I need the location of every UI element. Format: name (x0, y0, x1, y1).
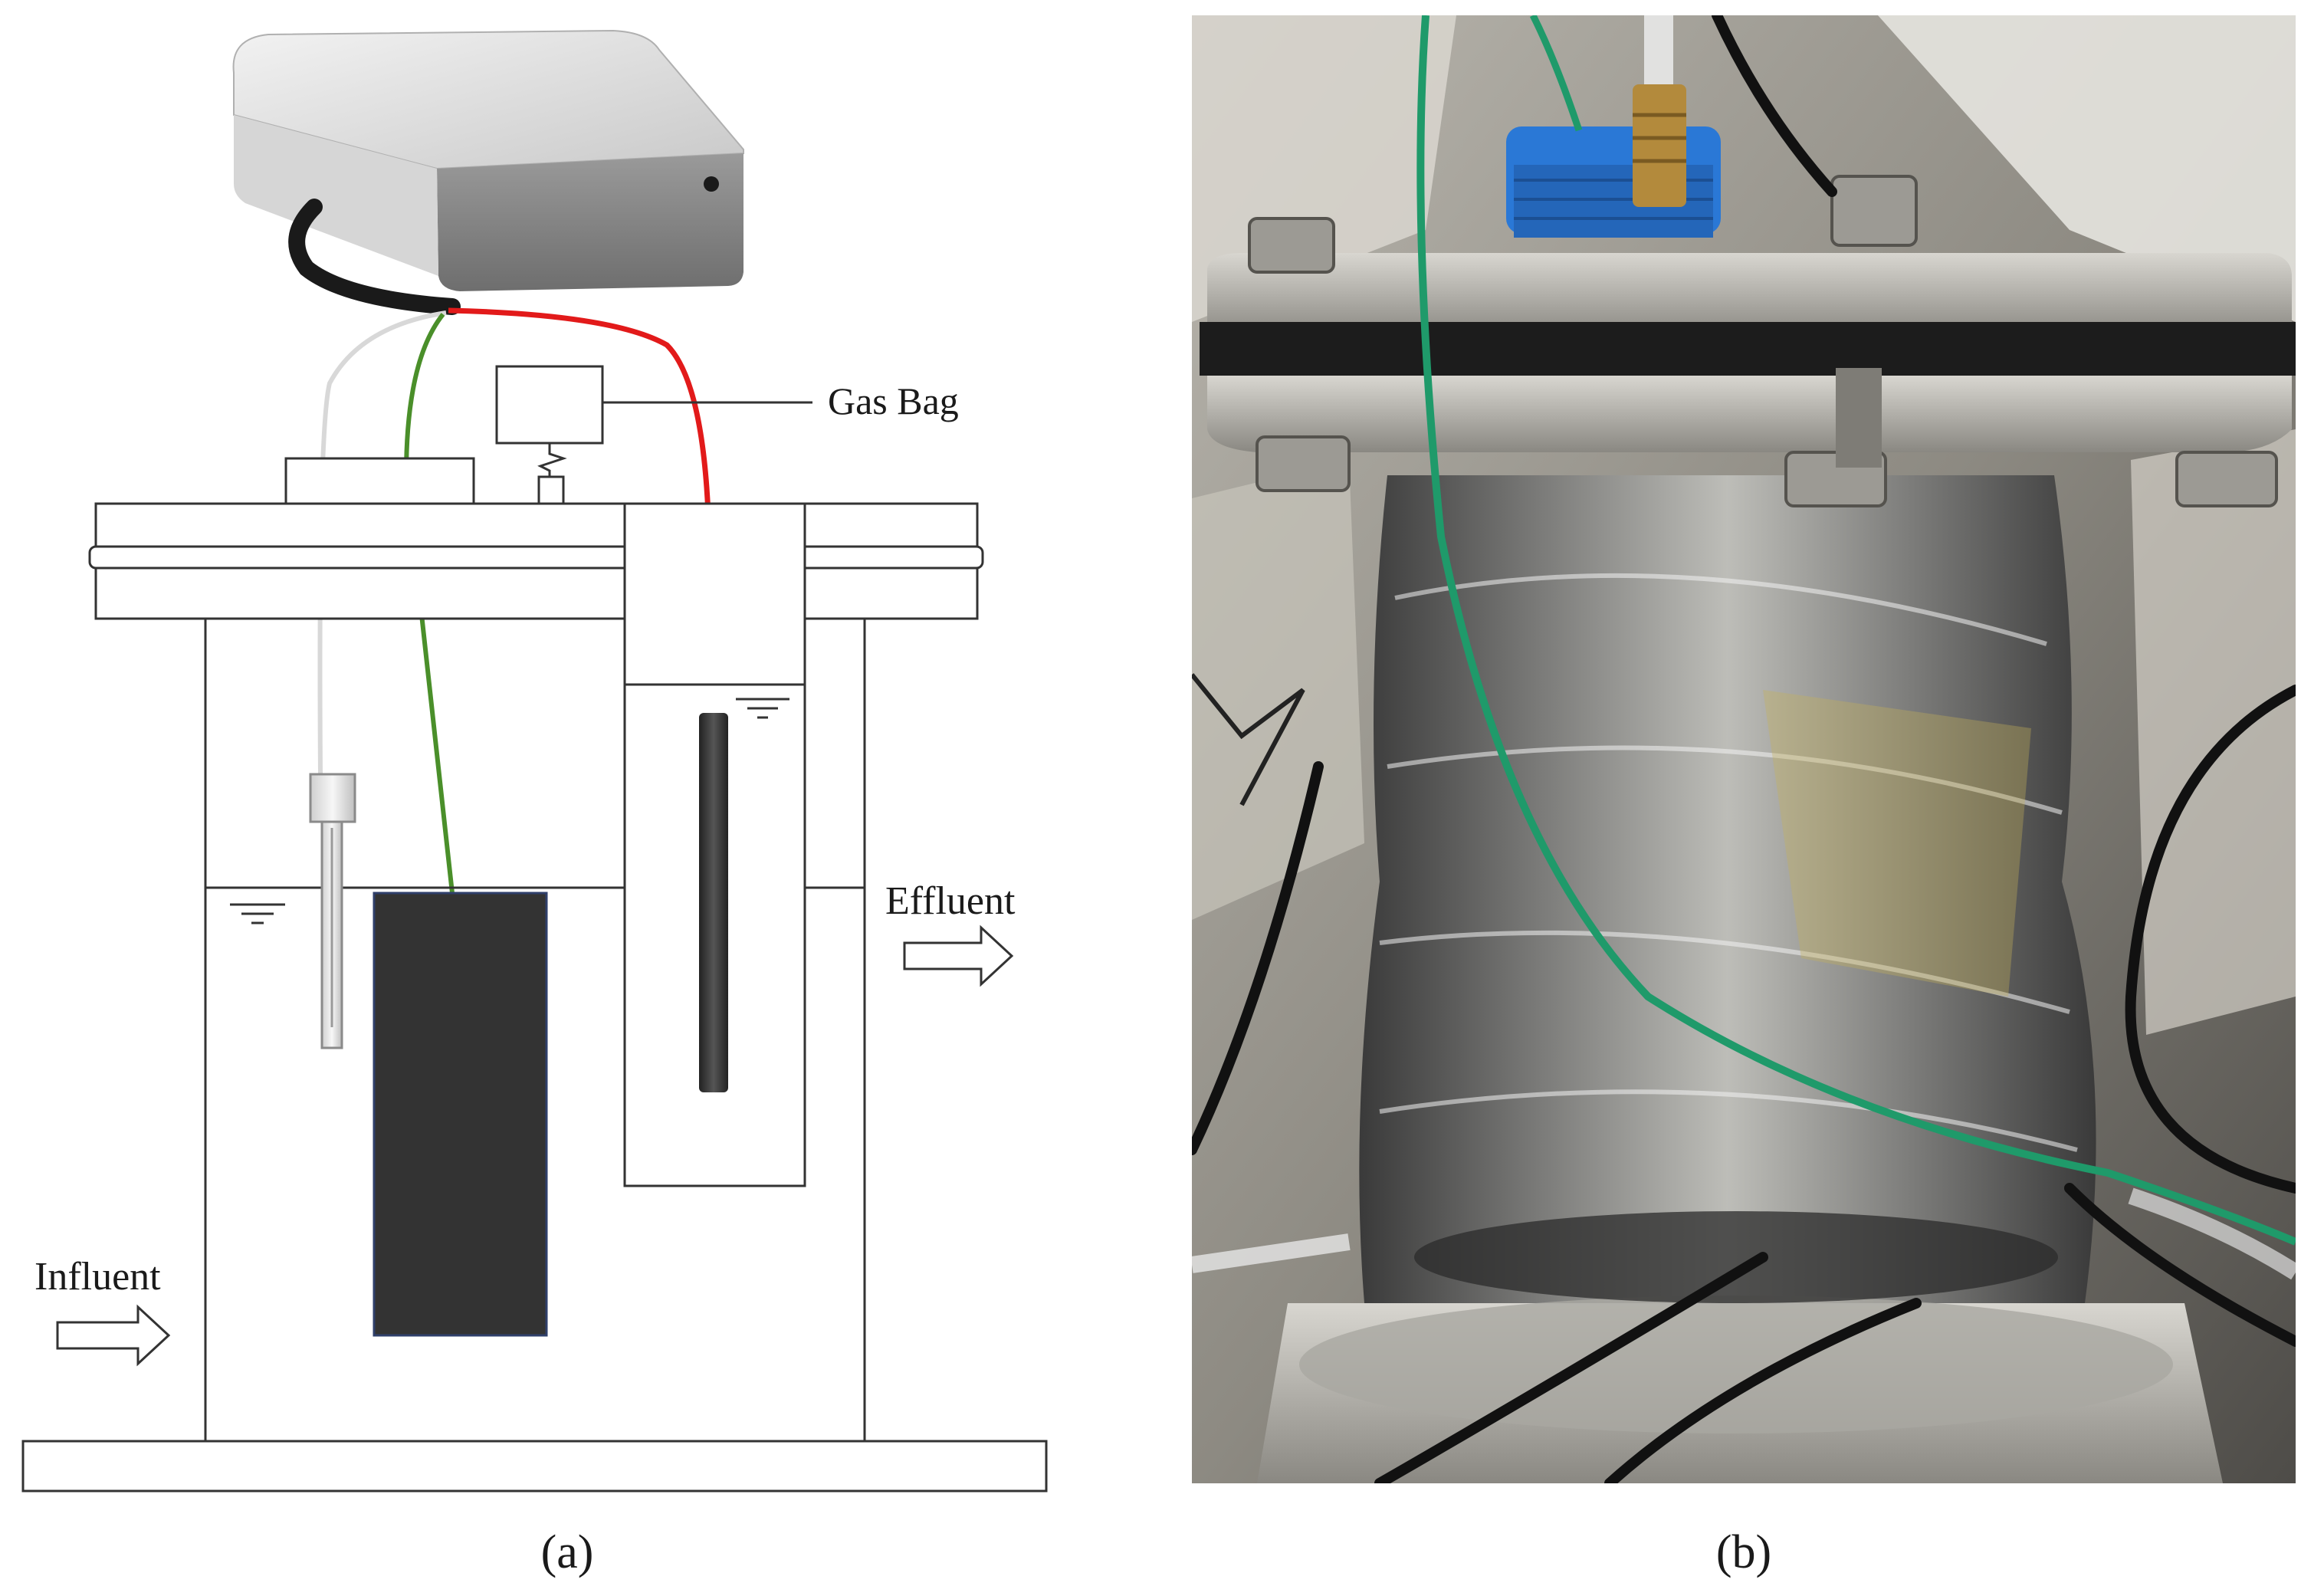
effluent-arrow-icon (903, 924, 1014, 987)
influent-arrow-icon (56, 1304, 171, 1367)
photo-green-wire (1416, 15, 2296, 1246)
gas-bag-label: Gas Bag (828, 379, 959, 422)
cathode-rod (699, 713, 728, 1092)
gas-bag-icon (495, 365, 604, 445)
photo-panel: (b) (1192, 15, 2296, 1578)
schematic-panel: Gas Bag Effluent (21, 29, 1048, 1578)
effluent-label: Effluent (885, 879, 1016, 923)
anode-block (373, 892, 548, 1337)
power-supply-icon (232, 29, 744, 291)
red-wire (448, 307, 716, 714)
caption-b: (b) (1716, 1526, 1771, 1578)
caption-a: (a) (541, 1526, 594, 1578)
influent-label: Influent (34, 1255, 161, 1299)
